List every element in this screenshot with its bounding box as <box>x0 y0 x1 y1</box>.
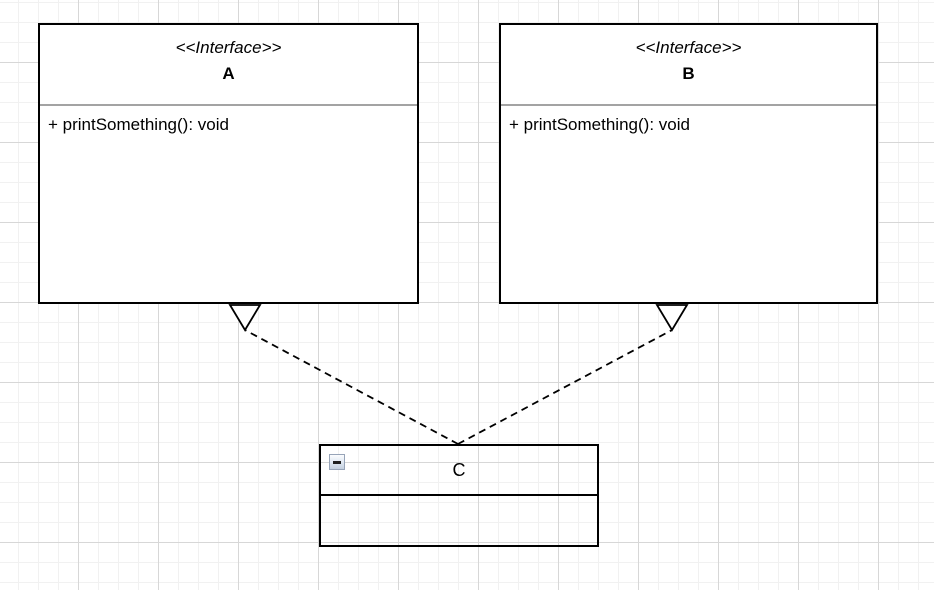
hollow-triangle-arrowhead-a <box>228 304 262 332</box>
interface-b-method: + printSomething(): void <box>509 115 690 134</box>
minus-icon <box>333 460 341 464</box>
interface-a-stereotype: <<Interface>> <box>175 38 282 57</box>
class-c-title: C <box>321 446 597 494</box>
dashed-line-c-to-b[interactable] <box>457 329 673 445</box>
dashed-line-c-to-a[interactable] <box>244 329 459 445</box>
interface-b-name: B <box>682 64 695 83</box>
hollow-triangle-arrowhead-b <box>655 304 689 332</box>
interface-a-name: A <box>222 64 235 83</box>
interface-b-stereotype: <<Interface>> <box>635 38 742 57</box>
interface-a-divider <box>40 104 417 106</box>
interface-a-node[interactable]: <<Interface>> A + printSomething(): void <box>38 23 419 304</box>
class-c-node[interactable]: C <box>319 444 599 547</box>
class-c-divider <box>321 494 597 496</box>
interface-a-method: + printSomething(): void <box>48 115 229 134</box>
realization-edge-c-to-b[interactable] <box>457 304 689 445</box>
interface-b-node[interactable]: <<Interface>> B + printSomething(): void <box>499 23 878 304</box>
collapse-button[interactable] <box>329 454 345 470</box>
interface-b-divider <box>501 104 876 106</box>
interface-b-title: <<Interface>> B <box>501 25 876 104</box>
realization-edge-c-to-a[interactable] <box>228 304 459 445</box>
class-c-empty-compartment <box>321 496 597 545</box>
interface-a-title: <<Interface>> A <box>40 25 417 104</box>
class-c-name: C <box>452 460 466 480</box>
